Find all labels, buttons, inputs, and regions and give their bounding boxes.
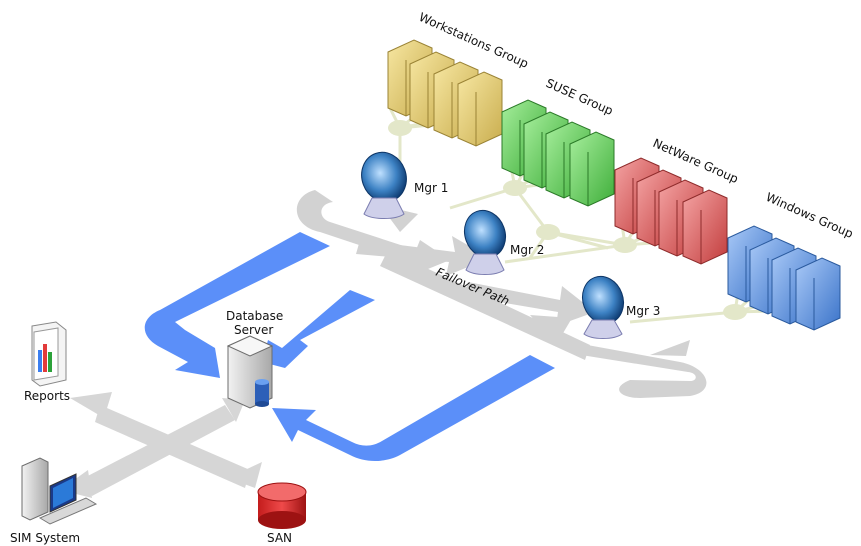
failover-loop-right	[560, 340, 707, 398]
sim-system-label: SIM System	[10, 531, 80, 545]
san: SAN	[257, 482, 307, 545]
manager-2-label: Mgr 2	[510, 243, 544, 257]
database-server: Database Server	[226, 309, 283, 409]
failover-band	[380, 250, 590, 360]
workstation-icon	[21, 457, 98, 525]
manager-3: Mgr 3	[581, 275, 660, 339]
manager-1: Mgr 1	[361, 151, 448, 219]
node-windows	[723, 304, 747, 320]
failover-arrow-back	[650, 340, 690, 356]
manager-3-label: Mgr 3	[626, 304, 660, 318]
reports-label: Reports	[24, 389, 70, 403]
report-icon	[31, 321, 67, 387]
blue-arrow-3	[272, 355, 555, 461]
windows-group-label: Windows Group	[764, 190, 855, 241]
node-netware	[613, 237, 637, 253]
distribution-cross	[60, 392, 262, 498]
data-flow-arrows	[144, 232, 555, 461]
manager-1-label: Mgr 1	[414, 181, 448, 195]
netware-group: NetWare Group	[614, 136, 740, 265]
database-label-line1: Database	[226, 309, 283, 323]
server-top	[226, 335, 274, 357]
sim-system: SIM System	[10, 457, 98, 545]
san-label: SAN	[267, 531, 292, 545]
blue-arrow-2	[262, 290, 375, 368]
node-suse-2	[536, 224, 560, 240]
failover-arrow-mgr3	[464, 282, 595, 326]
reports: Reports	[24, 321, 70, 403]
server-icon	[682, 189, 728, 265]
node-suse	[503, 180, 527, 196]
database-icon	[255, 379, 269, 407]
cross-arrow-db	[222, 398, 245, 422]
connection-nodes	[388, 120, 747, 320]
server-icon	[457, 71, 503, 147]
blue-arrow-1	[144, 232, 330, 378]
database-label-line2: Server	[234, 323, 273, 337]
dish-base	[583, 319, 623, 339]
cross-arrow-reports	[70, 392, 112, 418]
dish-base	[465, 253, 505, 275]
storage-icon	[257, 482, 307, 529]
suse-group-label: SUSE Group	[544, 76, 615, 118]
cross-arrow-san	[228, 462, 262, 488]
server-icon	[795, 257, 841, 331]
dish-base	[363, 197, 405, 219]
manager-2: Mgr 2	[463, 209, 544, 275]
node-workstations	[388, 120, 412, 136]
failover-path	[296, 190, 707, 398]
server-icon	[569, 131, 615, 207]
cross-band-2	[80, 405, 235, 496]
failover-arrow-mgr1	[356, 236, 490, 276]
